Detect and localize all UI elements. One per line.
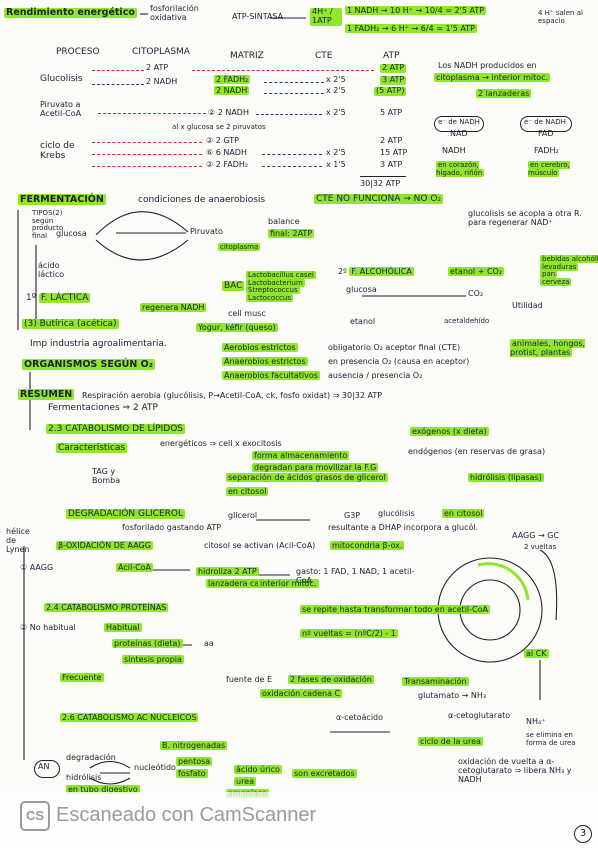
fadh-yield: 1 FADH₂ → 6 H⁺ → 6/4 = 1'5 ATP: [345, 24, 477, 33]
bebidas-list: bebidas alcohólicas levaduras pan cervez…: [540, 255, 598, 287]
total-atp: 30|32 ATP: [360, 179, 401, 188]
section-title-rendimiento: Rendimiento energético: [4, 7, 137, 19]
nadh-yield: 1 NADH → 10 H⁺ → 10/4 = 2'5 ATP: [345, 6, 487, 15]
degradan: degradan para movilizar la F.G: [252, 463, 379, 472]
section-title-nucleicos: 2.6 CATABOLISMO AC NUCLEICOS: [60, 713, 199, 722]
rp-line2: citoplasma → interior mitoc.: [434, 73, 551, 82]
rp-line1: Los NADH producidos en: [438, 61, 537, 70]
glucolisis-acopla: glucolisis se acopla a otra R. para rege…: [468, 209, 582, 227]
section-title-fermentacion: FERMENTACIÓN: [18, 194, 106, 205]
co2: CO₂: [468, 289, 484, 298]
acetaldehido: acetaldehído: [444, 317, 490, 325]
row-glucolisis: Glucolisis: [40, 74, 83, 84]
col-matriz: MATRIZ: [230, 51, 264, 61]
section-title-proteinas: 2.4 CATABOLISMO PROTEÍNAS: [44, 603, 169, 612]
resumen-ferm: Fermentaciones ⇒ 2 ATP: [48, 403, 158, 413]
f-alcoholica: 2º F. ALCOHÓLICA: [338, 267, 414, 276]
exogenos: exógenos (x dieta): [410, 427, 489, 436]
etanol-label: etanol: [350, 317, 376, 326]
beta-title: β-OXIDACIÓN DE AAGG: [56, 541, 153, 550]
atp-sintasa-label: ATP-SINTASA: [232, 12, 284, 21]
energeticos: energéticos ⇒ cell x exocitosis: [160, 439, 282, 448]
per-glucose-note: al x glucosa se 2 piruvatos: [172, 123, 266, 131]
section-title-lipidos: 2.3 CATABOLISMO DE LÍPIDOS: [46, 424, 186, 434]
cte-no-funciona: CTE NO FUNCIONA → NO O₂: [314, 194, 444, 204]
glucosa-2: glucosa: [346, 285, 377, 294]
scanner-watermark-band: [0, 792, 598, 848]
caracteristicas: Características: [56, 443, 128, 453]
etanol-co2: etanol + CO₂: [448, 267, 505, 276]
acido-lactico: ácido láctico: [38, 261, 65, 279]
rp-right-note: en cerebro, músculo: [528, 161, 570, 177]
final-atp: final: 2ATP: [268, 229, 315, 238]
citoplasma-tag: citoplasma: [218, 243, 261, 251]
forma-almacen: forma almacenamiento: [252, 451, 350, 460]
section-title-organismos: ORGANISMOS SEGÚN O₂: [22, 359, 155, 370]
page-number: 3: [574, 825, 592, 843]
col-atp: ATP: [383, 51, 400, 61]
en-citosol: en citosol: [226, 487, 269, 496]
g-nadh: 2 NADH: [214, 86, 250, 95]
piruvato-label: Piruvato: [190, 227, 223, 236]
fosforilacion-label: fosforilación oxidativa: [150, 4, 199, 22]
rp-left-note: en corazón, hígado, riñón: [436, 161, 485, 177]
row-piruvato: Piruvato a Acetil-CoA: [40, 100, 82, 118]
tag-label: TAG y Bomba: [92, 467, 121, 485]
col-cte: CTE: [315, 51, 333, 61]
utilidad: Utilidad: [512, 301, 543, 310]
resumen-text: Respiración aerobia (glucólisis, P→Aceti…: [82, 391, 383, 400]
imp-industria: Imp industria agroalimentaria.: [30, 339, 167, 349]
glucosa-label: glucosa: [56, 229, 87, 238]
bac-label: BAC: [222, 281, 245, 291]
h-note: 4 H⁺ salen al espacio: [538, 9, 583, 25]
regenera-nadh: regenera NADH: [140, 303, 207, 312]
bac-list: Lactobacillus casei Lactobacterium Strep…: [246, 271, 316, 303]
g-fadh: 2 FADH₂: [214, 75, 251, 84]
row-krebs: ciclo de Krebs: [40, 141, 75, 161]
butirica: (3) Butírica (acética): [22, 319, 119, 329]
yogur: Yogur, kéfir (queso): [196, 323, 278, 332]
ferm-subtitle: condiciones de anaerobiosis: [138, 195, 266, 205]
endogenos: endógenos (en reservas de grasa): [408, 447, 546, 456]
col-citoplasma: CITOPLASMA: [132, 47, 190, 57]
camscanner-watermark: Escaneado con CamScanner: [56, 804, 317, 826]
col-proceso: PROCESO: [56, 47, 100, 57]
section-title-resumen: RESUMEN: [18, 389, 75, 400]
separacion: separación de ácidos grasos de glicerol: [226, 473, 388, 482]
p-nadh: ② 2 NADH: [208, 108, 249, 117]
ratio-label: 4H⁺ / 1ATP: [310, 7, 342, 26]
rp-lanzadera: 2 lanzaderas: [476, 89, 532, 98]
balance-label: balance: [268, 217, 300, 226]
camscanner-logo: CS: [20, 801, 50, 831]
degradacion-glicerol: DEGRADACIÓN GLICEROL: [66, 509, 185, 519]
f-lactica: 1º F. LÁCTICA: [26, 293, 91, 303]
helice-lynen: hélice de Lynen: [6, 527, 30, 554]
cell-musc: cell musc: [228, 309, 266, 318]
hidrolisis: hidrólisis (lipasas): [468, 473, 544, 482]
tipos-label: TIPOS(2) según producto final: [32, 209, 64, 241]
